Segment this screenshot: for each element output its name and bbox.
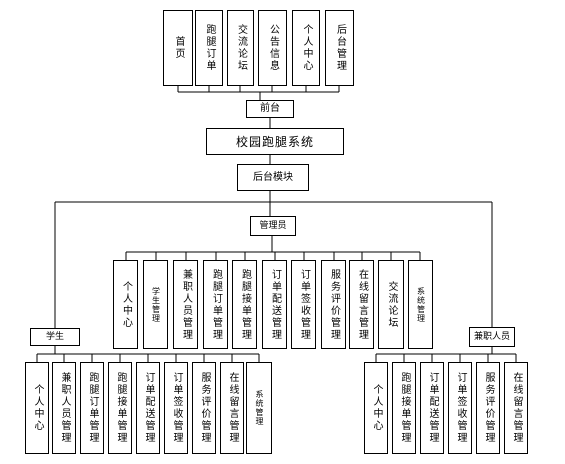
student-module-review-mgmt: 服务评价管理 (192, 362, 216, 454)
student-module-system-mgmt: 系统管理 (246, 362, 272, 454)
student-module-parttime-mgmt: 兼职人员管理 (52, 362, 76, 454)
admin-module-errand-order-mgmt: 跑腿订单管理 (203, 260, 228, 349)
parttime-module-signoff-mgmt: 订单签收管理 (448, 362, 472, 454)
student-module-signoff-mgmt: 订单签收管理 (164, 362, 188, 454)
frontend-node: 前台 (246, 100, 294, 118)
backend-node: 后台模块 (237, 164, 309, 191)
parttime-module-errand-accept-mgmt: 跑腿接单管理 (392, 362, 416, 454)
parttime-node: 兼职人员 (469, 327, 515, 347)
admin-module-system-mgmt: 系统管理 (408, 260, 433, 349)
admin-module-errand-accept-mgmt: 跑腿接单管理 (232, 260, 257, 349)
frontend-module-home: 首页 (163, 10, 193, 86)
admin-node: 管理员 (250, 216, 296, 236)
admin-module-review-mgmt: 服务评价管理 (321, 260, 346, 349)
root-node: 校园跑腿系统 (206, 128, 344, 155)
admin-module-student-mgmt: 学生管理 (143, 260, 168, 349)
parttime-module-message-mgmt: 在线留言管理 (504, 362, 528, 454)
parttime-module-delivery-mgmt: 订单配送管理 (420, 362, 444, 454)
admin-module-message-mgmt: 在线留言管理 (349, 260, 374, 349)
parttime-module-review-mgmt: 服务评价管理 (476, 362, 500, 454)
frontend-module-forum: 交流论坛 (227, 10, 254, 86)
student-module-message-mgmt: 在线留言管理 (220, 362, 244, 454)
frontend-module-personal-center: 个人中心 (292, 10, 320, 86)
admin-module-signoff-mgmt: 订单签收管理 (291, 260, 316, 349)
parttime-module-personal-center: 个人中心 (364, 362, 388, 454)
student-module-personal-center: 个人中心 (25, 362, 49, 454)
frontend-module-errand-orders: 跑腿订单 (195, 10, 223, 86)
student-module-errand-order-mgmt: 跑腿订单管理 (80, 362, 104, 454)
student-module-delivery-mgmt: 订单配送管理 (136, 362, 160, 454)
student-node: 学生 (30, 328, 80, 346)
frontend-module-announcements: 公告信息 (258, 10, 287, 86)
admin-module-parttime-mgmt: 兼职人员管理 (173, 260, 198, 349)
admin-module-forum: 交流论坛 (378, 260, 404, 349)
student-module-errand-accept-mgmt: 跑腿接单管理 (108, 362, 132, 454)
admin-module-personal-center: 个人中心 (113, 260, 138, 349)
admin-module-delivery-mgmt: 订单配送管理 (262, 260, 287, 349)
frontend-module-admin: 后台管理 (325, 10, 354, 86)
